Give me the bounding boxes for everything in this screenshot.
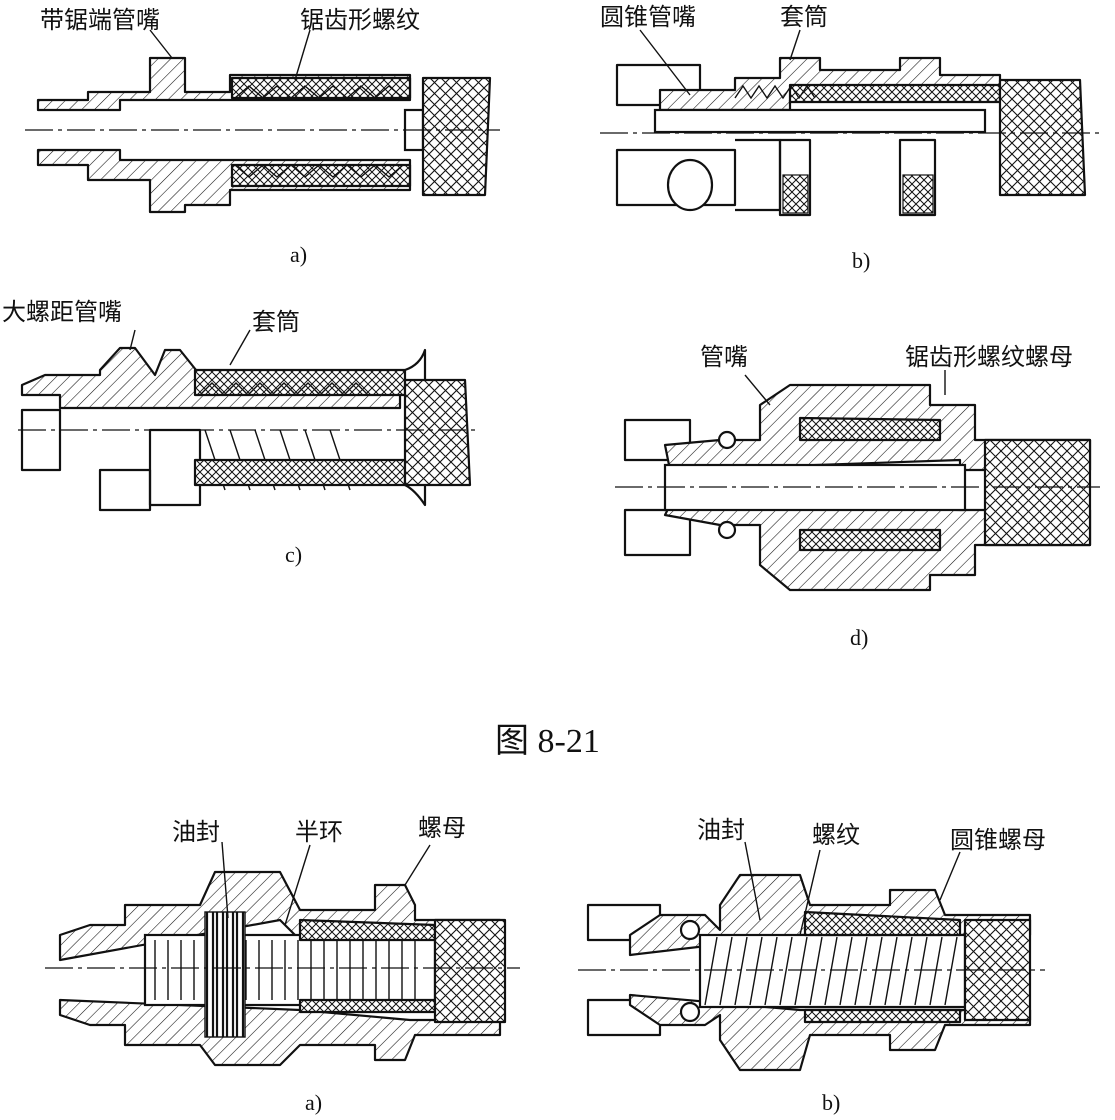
label-top-b-1: 圆锥管嘴	[600, 3, 696, 31]
label-bottom-b-2: 螺纹	[812, 821, 860, 849]
label-bottom-b-1: 油封	[697, 816, 745, 844]
figure-title: 图 8-21	[495, 723, 600, 760]
diagram-bottom-a: 油封 半环 螺母 a)	[45, 814, 520, 1115]
label-bottom-a-3: 螺母	[418, 814, 466, 842]
caption-top-a: a)	[290, 242, 307, 267]
label-bottom-b-3: 圆锥螺母	[950, 826, 1046, 854]
diagram-top-d: 管嘴 锯齿形螺纹螺母 d)	[615, 343, 1100, 650]
label-bottom-a-1: 油封	[172, 818, 220, 846]
diagram-bottom-b: 油封 螺纹 圆锥螺母 b)	[578, 816, 1046, 1115]
diagram-top-c: 大螺距管嘴 套筒 c)	[2, 298, 480, 567]
label-top-a-1: 带锯端管嘴	[40, 6, 160, 34]
label-top-b-2: 套筒	[780, 3, 828, 31]
diagram-top-b: 圆锥管嘴 套筒 b)	[600, 3, 1100, 273]
caption-top-d: d)	[850, 625, 868, 650]
label-top-a-2: 锯齿形螺纹	[300, 6, 420, 34]
label-top-d-1: 管嘴	[700, 343, 748, 371]
label-top-c-1: 大螺距管嘴	[2, 298, 122, 326]
diagram-top-a: 带锯端管嘴 锯齿形螺纹 a)	[25, 6, 500, 267]
caption-top-c: c)	[285, 542, 302, 567]
caption-top-b: b)	[852, 248, 870, 273]
caption-bottom-a: a)	[305, 1090, 322, 1115]
caption-bottom-b: b)	[822, 1090, 840, 1115]
label-bottom-a-2: 半环	[295, 818, 343, 846]
label-top-d-2: 锯齿形螺纹螺母	[905, 343, 1073, 371]
label-top-c-2: 套筒	[252, 308, 300, 336]
